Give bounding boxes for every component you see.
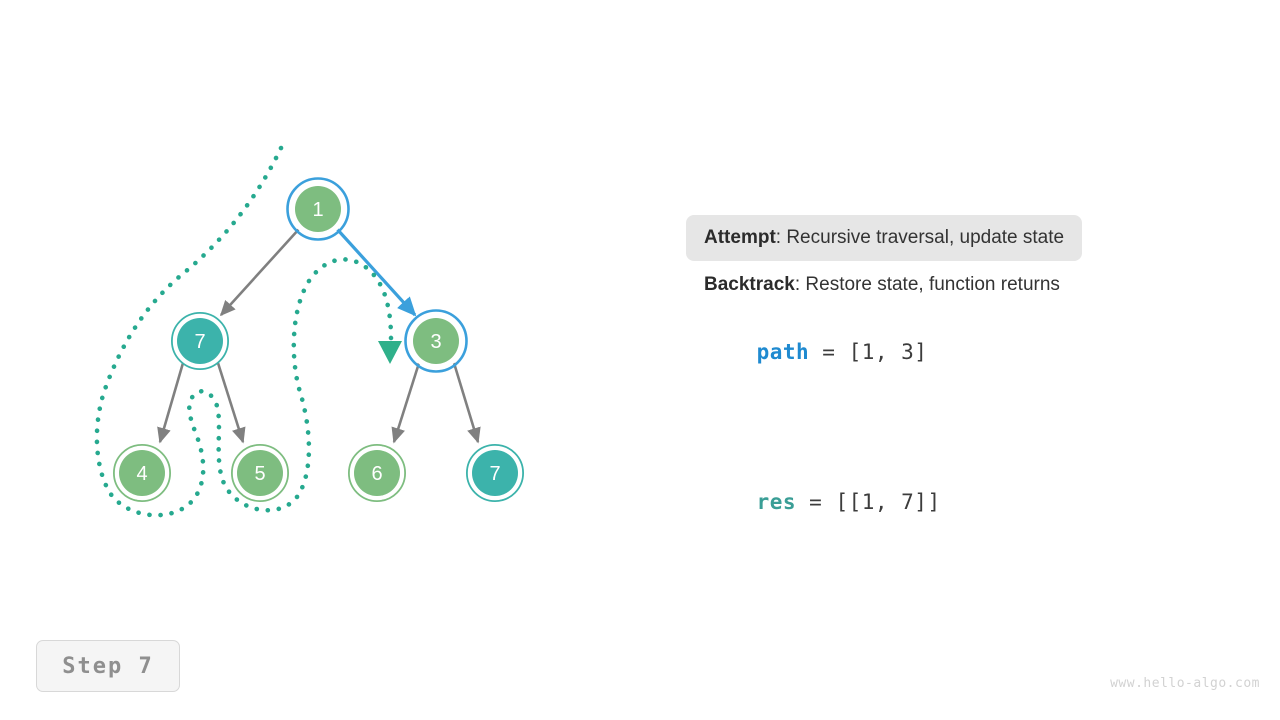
tree-node-7-left-label: 7 (194, 331, 205, 353)
tree-node-3-label: 3 (430, 331, 441, 353)
tree-node-7-right[interactable]: 7 (466, 444, 524, 502)
binary-tree-svg: 1 7 3 4 (94, 145, 524, 518)
backtrack-row: Backtrack: Restore state, function retur… (686, 261, 1246, 294)
attempt-description: : Recursive traversal, update state (775, 227, 1065, 248)
tree-node-6-label: 6 (371, 463, 382, 485)
traversal-dotted-path (94, 145, 394, 518)
edge-1-to-3-highlighted (335, 227, 417, 317)
attempt-row: Attempt: Recursive traversal, update sta… (686, 215, 1083, 261)
watermark: www.hello-algo.com (1110, 676, 1260, 691)
tree-diagram-panel: 1 7 3 4 (0, 0, 620, 620)
tree-node-5-label: 5 (254, 463, 265, 485)
backtrack-description: : Restore state, function returns (794, 274, 1060, 295)
tree-node-6[interactable]: 6 (348, 444, 406, 502)
tree-node-7-right-label: 7 (489, 463, 500, 485)
res-variable-row: res = [[1, 7]] (686, 388, 1246, 538)
tree-node-4-label: 4 (136, 463, 147, 485)
info-panel: Attempt: Recursive traversal, update sta… (686, 215, 1246, 538)
tree-node-7-left[interactable]: 7 (171, 312, 229, 370)
tree-edges (157, 227, 481, 444)
path-variable-name: path (756, 340, 810, 364)
path-variable-row: path = [1, 3] (686, 294, 1246, 388)
edge-7-to-5 (216, 362, 246, 444)
tree-nodes: 1 7 3 4 (113, 177, 524, 502)
traversal-position-marker (378, 341, 402, 364)
backtrack-label: Backtrack (704, 274, 795, 295)
edge-7-to-4 (157, 362, 185, 444)
step-badge: Step 7 (36, 640, 180, 692)
tree-node-4[interactable]: 4 (113, 444, 171, 502)
res-variable-value: = [[1, 7]] (796, 490, 941, 514)
path-variable-value: = [1, 3] (809, 340, 928, 364)
edge-1-to-7 (219, 228, 300, 317)
attempt-label: Attempt (704, 227, 776, 248)
tree-node-3[interactable]: 3 (404, 309, 468, 373)
edge-3-to-6 (391, 362, 421, 444)
tree-node-1-label: 1 (312, 199, 323, 221)
res-variable-name: res (756, 490, 797, 514)
tree-node-5[interactable]: 5 (231, 444, 289, 502)
tree-node-1[interactable]: 1 (286, 177, 350, 241)
edge-3-to-7 (452, 362, 481, 444)
